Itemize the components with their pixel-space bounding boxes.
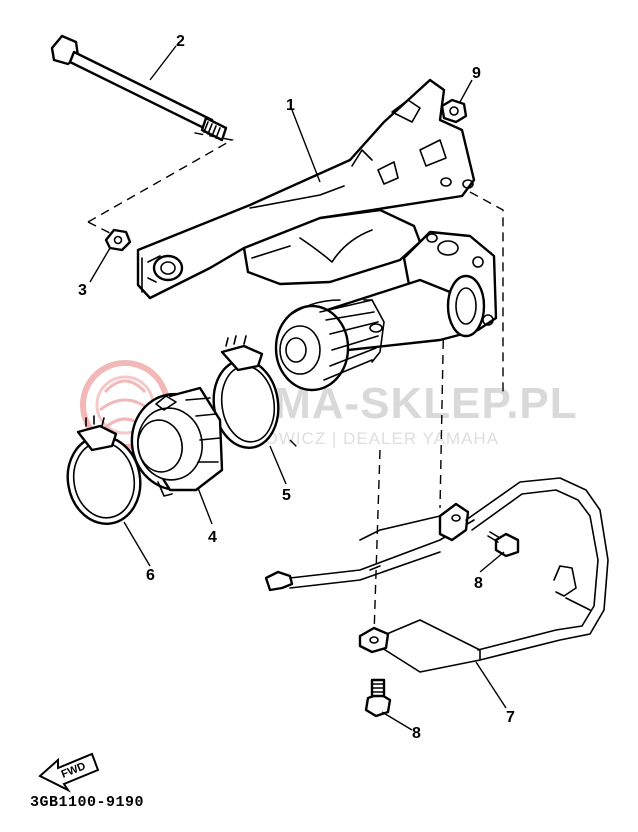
pivot-shaft [50, 34, 228, 142]
boot [130, 386, 224, 497]
callouts: 2 1 9 3 5 4 6 8 7 8 [78, 33, 515, 742]
band-clamp-rear [212, 335, 280, 449]
housing-boot [274, 299, 385, 392]
callout-3: 3 [78, 282, 87, 299]
callout-8-upper: 8 [474, 575, 483, 592]
nut [440, 98, 468, 124]
callout-2: 2 [176, 33, 185, 50]
callout-7: 7 [506, 709, 515, 726]
callout-8-lower: 8 [412, 725, 421, 742]
leader-lines [89, 45, 507, 731]
rear-arm [136, 78, 476, 300]
guard [264, 477, 609, 673]
callout-4: 4 [208, 529, 217, 546]
watermark-subtitle: CHOWICZ | DEALER YAMAHA [238, 429, 499, 448]
callout-5: 5 [282, 487, 291, 504]
assembly-lines [87, 131, 504, 636]
plate-washer [104, 228, 132, 252]
band-clamp-front [66, 415, 142, 525]
diagram-code: 3GB1100-9190 [30, 794, 145, 811]
callout-6: 6 [146, 567, 155, 584]
callout-9: 9 [472, 65, 481, 82]
forward-arrow-icon: FWD [38, 752, 100, 793]
bolt-lower [364, 678, 392, 718]
callout-1: 1 [286, 97, 295, 114]
bolt-upper [487, 531, 520, 558]
